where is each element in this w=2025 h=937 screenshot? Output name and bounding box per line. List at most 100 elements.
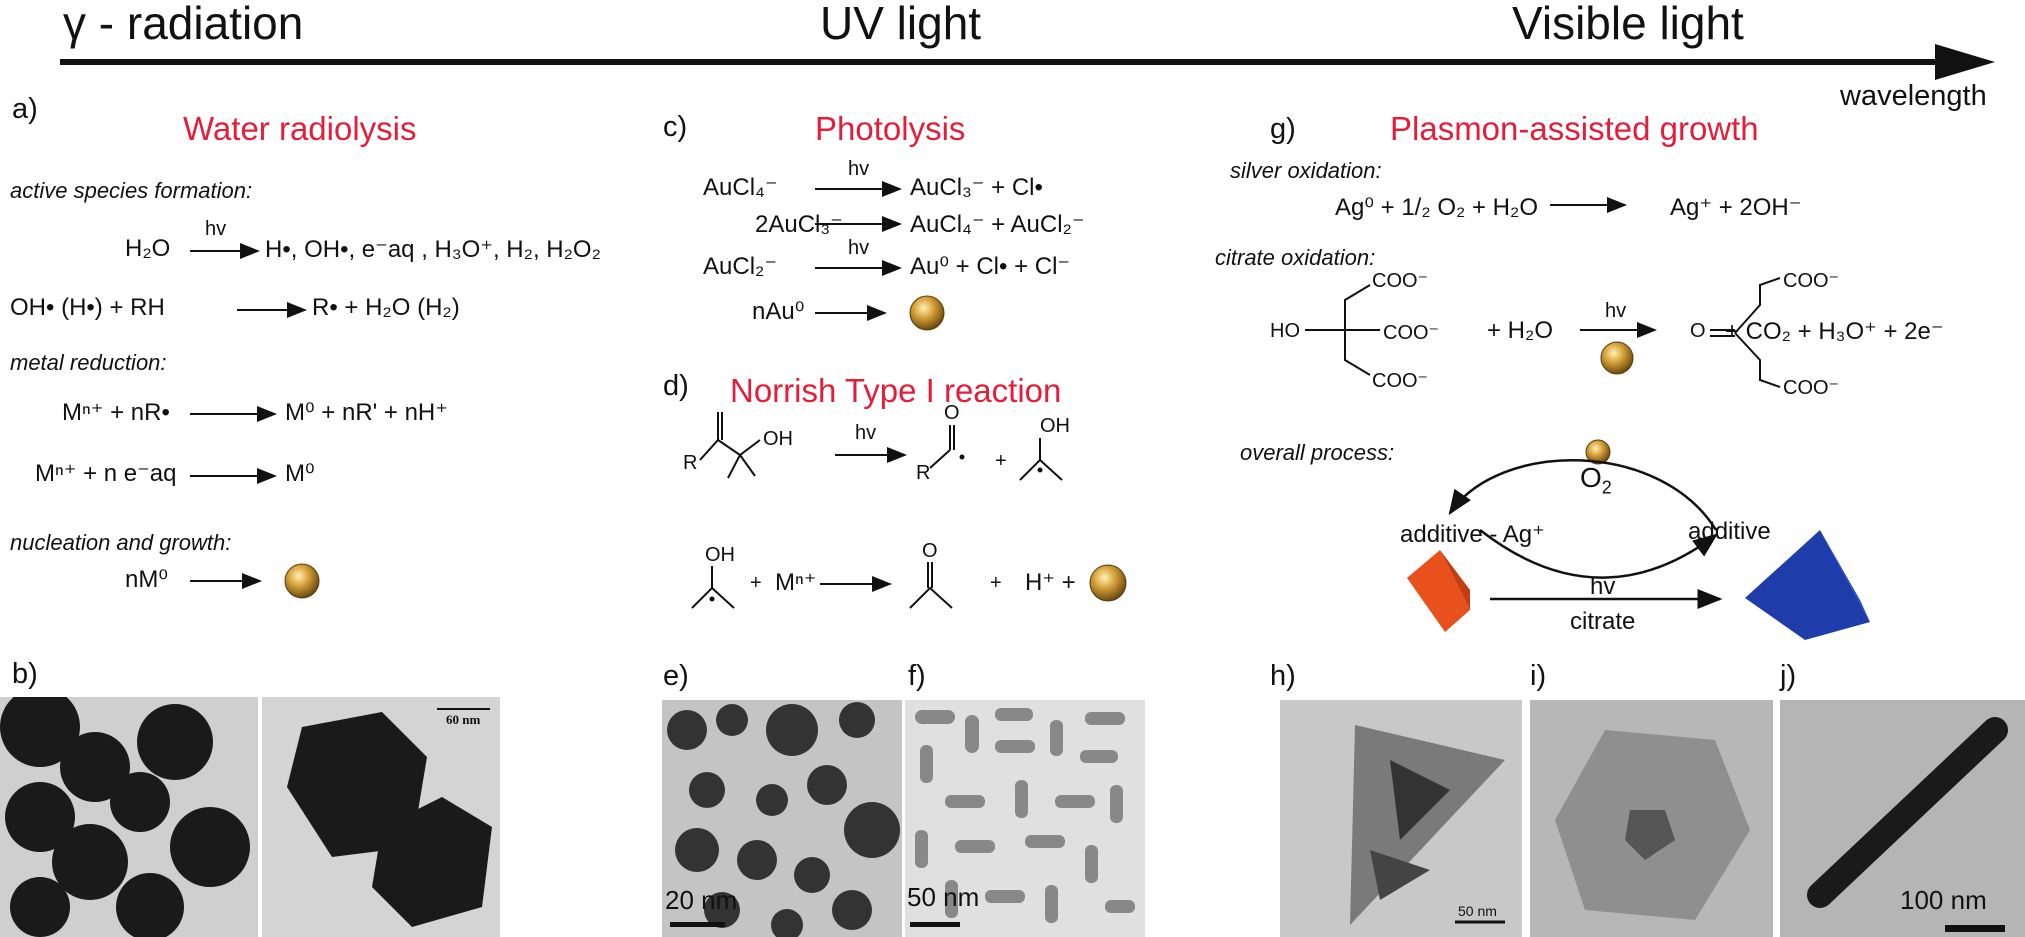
panel-a-letter: a)	[12, 93, 38, 125]
panel-a-e2-right: R• + H₂O (H₂)	[312, 294, 460, 321]
photolysis-r4-left: nAu⁰	[752, 298, 805, 325]
norrish-ketyl-radical	[1019, 438, 1063, 481]
norrish-Hplus: H⁺ +	[1025, 569, 1076, 596]
gold-nanoparticle-a	[284, 563, 320, 599]
panel-g-s1: silver oxidation:	[1230, 158, 1382, 183]
product-coo-1: COO⁻	[1783, 270, 1840, 292]
norrish-R2: R	[916, 462, 931, 484]
cycle-arc	[1448, 458, 1718, 531]
panel-e-letter: e)	[663, 660, 689, 692]
citrate-structure	[1305, 284, 1380, 376]
panel-g-s3: overall process:	[1240, 440, 1395, 465]
panel-b-letter: b)	[12, 658, 38, 690]
gold-nanoparticle-g	[1600, 341, 1634, 375]
gold-nanoparticle-d	[1089, 564, 1127, 602]
product-O: O	[1690, 320, 1706, 342]
citrate-ho: HO	[1270, 320, 1300, 342]
header-gamma: γ - radiation	[63, 0, 304, 49]
citrate-coo-2: COO⁻	[1383, 322, 1440, 344]
norrish-OH2: OH	[1040, 415, 1070, 437]
norrish-plus: +	[995, 450, 1007, 472]
tem-image-f	[905, 700, 1145, 937]
header-visible: Visible light	[1512, 0, 1744, 49]
panel-a-s2: metal reduction:	[10, 350, 167, 375]
wavelength-axis-head	[1935, 44, 1995, 80]
citrate-products: + CO₂ + H₃O⁺ + 2e⁻	[1725, 318, 1944, 345]
panel-h-letter: h)	[1270, 660, 1296, 692]
photolysis-r3-hv: hv	[848, 237, 870, 259]
panel-j-letter: j)	[1780, 660, 1797, 692]
large-triangle-prism	[1745, 530, 1870, 640]
photolysis-r3-right: Au⁰ + Cl• + Cl⁻	[910, 253, 1071, 280]
panel-a-s1: active species formation:	[10, 178, 253, 203]
panel-b-scale: 60 nm	[446, 712, 481, 727]
tem-image-j	[1780, 700, 2025, 937]
small-triangle-face	[1440, 550, 1470, 610]
axis-label: wavelength	[1840, 80, 1987, 112]
norrish-hv: hv	[855, 422, 877, 444]
panel-a-e5: nM⁰	[125, 566, 168, 593]
cycle-additive: additive	[1688, 518, 1771, 545]
gold-nanoparticle-c	[909, 295, 945, 331]
panel-d-letter: d)	[663, 370, 689, 402]
norrish-plus-3: +	[990, 572, 1002, 594]
panel-h-scale: 50 nm	[1458, 903, 1497, 919]
cycle-citrate: citrate	[1570, 608, 1636, 635]
gold-nanoparticle-cycle	[1585, 439, 1611, 465]
tem-image-e	[662, 700, 902, 937]
norrish-plus-2: +	[750, 572, 762, 594]
silver-oxidation-right: Ag⁺ + 2OH⁻	[1670, 194, 1802, 221]
panel-g-letter: g)	[1270, 113, 1296, 145]
norrish-acyl-radical	[929, 425, 955, 469]
small-triangle-seed	[1407, 550, 1470, 632]
panel-a-s3: nucleation and growth:	[10, 530, 232, 555]
panel-f-letter: f)	[908, 660, 926, 692]
cycle-o2-O: O	[1580, 462, 1602, 493]
norrish-OH3: OH	[705, 544, 735, 566]
panel-a-e2: OH• (H•) + RH	[10, 294, 165, 321]
citrate-coo-1: COO⁻	[1372, 270, 1429, 292]
photolysis-r3-left: AuCl₂⁻	[703, 253, 778, 280]
citrate-plus-h2o: + H₂O	[1487, 317, 1553, 344]
acetonedicarboxylate-structure	[1710, 277, 1781, 388]
norrish-reactant	[699, 412, 761, 479]
cycle-o2-sub: 2	[1601, 477, 1612, 498]
panel-e-scale: 20 nm	[665, 885, 738, 915]
norrish-R1: R	[683, 452, 698, 474]
tem-image-h	[1280, 700, 1522, 937]
panel-g-title: Plasmon-assisted growth	[1390, 110, 1759, 147]
panel-a-e1-hv: hv	[205, 218, 227, 240]
silver-oxidation-left: Ag⁰ + 1/₂ O₂ + H₂O	[1335, 194, 1538, 221]
ketyl-radical-2	[691, 566, 735, 609]
acyl-radical-dot	[959, 454, 965, 460]
photolysis-r2-left: 2AuCl₃⁻	[755, 211, 843, 238]
panel-g-s2: citrate oxidation:	[1215, 245, 1376, 270]
panel-a-e3-right: M⁰ + nR' + nH⁺	[285, 399, 448, 426]
citrate-hv: hv	[1605, 300, 1627, 322]
panel-a-e4: Mⁿ⁺ + n e⁻aq	[35, 460, 177, 487]
tem-image-b1	[0, 697, 258, 937]
header-uv: UV light	[820, 0, 982, 49]
panel-a-e3: Mⁿ⁺ + nR•	[62, 399, 170, 426]
photolysis-r2-right: AuCl₄⁻ + AuCl₂⁻	[910, 211, 1085, 238]
norrish-OH1: OH	[763, 428, 793, 450]
panel-c-title: Photolysis	[815, 110, 966, 147]
norrish-O2: O	[922, 540, 938, 562]
acetone	[909, 562, 953, 609]
cycle-o2: O2	[1580, 462, 1612, 499]
cycle-hv: hv	[1590, 573, 1616, 600]
panel-a-e4-right: M⁰	[285, 460, 315, 487]
norrish-Mn: Mⁿ⁺	[775, 569, 817, 596]
citrate-coo-3: COO⁻	[1372, 370, 1429, 392]
photolysis-r1-left: AuCl₄⁻	[703, 174, 778, 201]
ketyl-radical-dot	[1037, 467, 1043, 473]
photolysis-r1-hv: hv	[848, 158, 870, 180]
ketyl-radical-dot-2	[709, 596, 715, 602]
panel-d-title: Norrish Type I reaction	[730, 372, 1062, 409]
panel-j-scale: 100 nm	[1900, 885, 1987, 915]
norrish-O1: O	[944, 402, 960, 424]
panel-f-scale: 50 nm	[907, 882, 980, 912]
panel-i-letter: i)	[1530, 660, 1547, 692]
